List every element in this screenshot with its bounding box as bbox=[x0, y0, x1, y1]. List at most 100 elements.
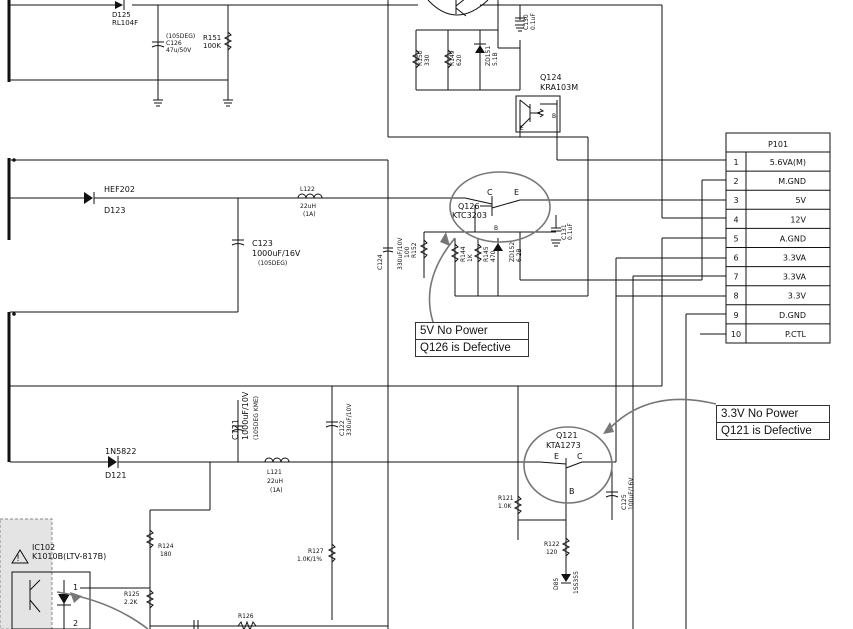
resistor-r149: R149 620 bbox=[443, 49, 463, 69]
diode-d125: D125 RL104F bbox=[112, 0, 138, 27]
l121-value: 22uH bbox=[267, 478, 283, 485]
zener-zd151: ZD151 5.1B bbox=[474, 43, 499, 66]
c130-value: 0.1uF bbox=[530, 13, 537, 30]
resistor-r151: R151 100K bbox=[203, 31, 233, 51]
r122-value: 120 bbox=[546, 549, 558, 556]
r151-ref: R151 bbox=[203, 34, 221, 42]
callout-q121: 3.3V No Power Q121 is Defective bbox=[716, 405, 830, 440]
c124-value: 330uF/10V bbox=[397, 237, 404, 270]
r145-value: 470 bbox=[490, 250, 497, 262]
top-rail-wiring bbox=[10, 0, 726, 219]
p101-ref: P101 bbox=[768, 140, 788, 149]
ground-symbols-top bbox=[153, 24, 525, 107]
capacitor-c121: C121 1000uF/10V (105DEG KME) bbox=[231, 391, 260, 440]
r151-value: 100K bbox=[203, 42, 221, 50]
p101-pin-signal: D.GND bbox=[779, 311, 806, 320]
q124-ref: Q124 bbox=[540, 73, 562, 82]
inductor-l122: L122 22uH (1A) bbox=[297, 186, 323, 218]
c122-ref: C122 bbox=[339, 420, 346, 436]
p101-pin-number: 9 bbox=[733, 311, 738, 320]
r145-ref: R145 bbox=[483, 246, 490, 262]
p101-pin-signal: 3.3V bbox=[788, 292, 807, 301]
c126-value: 47u/50V bbox=[166, 47, 192, 54]
d125-value: RL104F bbox=[112, 19, 138, 27]
p101-pin-signal: 12V bbox=[790, 215, 806, 224]
d5b22-ref: 1N5822 bbox=[105, 447, 136, 456]
q126-pin-c: C bbox=[487, 188, 493, 197]
q121-pin-c: C bbox=[577, 452, 583, 461]
p101-pin-signal: A.GND bbox=[780, 234, 806, 243]
r125-value: 2.2K bbox=[124, 599, 139, 606]
p101-pin-number: 8 bbox=[733, 292, 738, 301]
transistor-q124: Q124 KRA103M E B bbox=[515, 73, 578, 133]
diode-d85: D85 1SS355 bbox=[553, 571, 580, 594]
q121-ref: Q121 bbox=[556, 431, 578, 440]
d85-value: 1SS355 bbox=[573, 571, 580, 594]
resistor-r145: R145 470 bbox=[473, 243, 497, 263]
diode-d123: HEF202 D123 bbox=[84, 185, 135, 215]
q126-value: KTC3203 bbox=[452, 211, 487, 220]
callout-q126-line2: Q126 is Defective bbox=[416, 339, 528, 356]
resistor-r124: R124 180 bbox=[145, 529, 174, 558]
r149-ref: R149 bbox=[449, 50, 456, 66]
p101-pin-signal: 5.6VA(M) bbox=[770, 158, 806, 167]
p101-pin-signal: 3.3VA bbox=[783, 254, 807, 263]
capacitor-c123: C123 1000uF/16V (105DEG) bbox=[231, 239, 301, 267]
zd151-ref: ZD151 bbox=[485, 46, 492, 66]
c131-ref: C131 bbox=[561, 224, 568, 240]
q124-pin-e: E bbox=[520, 125, 524, 132]
p101-pin-number: 6 bbox=[733, 254, 738, 263]
resistor-r121: R121 1.0K bbox=[498, 495, 523, 515]
transistor-q126: C E Q126 KTC3203 B bbox=[452, 188, 521, 232]
c123-ref: C123 bbox=[252, 239, 273, 248]
resistor-r150: R150 330 bbox=[411, 49, 431, 69]
r150-value: 330 bbox=[424, 54, 431, 66]
c126-ref: C126 bbox=[166, 40, 182, 47]
zd152-ref: ZD152 bbox=[509, 242, 516, 262]
ic102-pin-2: 2 bbox=[73, 619, 78, 628]
c125-ref: C125 bbox=[621, 494, 628, 510]
r152-ref: R152 bbox=[411, 242, 418, 258]
p101-pin-number: 7 bbox=[733, 273, 738, 282]
p101-pin-signal: 3.3VA bbox=[783, 273, 807, 282]
capacitor-c125: C125 100uF/16V bbox=[605, 477, 635, 510]
l122-note: (1A) bbox=[303, 211, 316, 218]
q126-pin-e: E bbox=[514, 188, 519, 197]
c125-value: 100uF/16V bbox=[628, 477, 635, 510]
q121-pin-e: E bbox=[554, 452, 559, 461]
c123-value: 1000uF/16V bbox=[252, 249, 301, 258]
callout-q121-line1: 3.3V No Power bbox=[721, 408, 799, 420]
p101-pin-number: 5 bbox=[733, 234, 738, 243]
r122-ref: R122 bbox=[544, 541, 560, 548]
p101-pin-number: 4 bbox=[733, 215, 738, 224]
capacitor-c122: C122 330uF/10V bbox=[325, 403, 353, 436]
callout-q126: 5V No Power Q126 is Defective bbox=[415, 322, 529, 357]
p101-pin-number: 1 bbox=[733, 158, 738, 167]
transistor-q121: Q121 KTA1273 E C B bbox=[539, 431, 583, 496]
p101-pin-number: 2 bbox=[733, 177, 738, 186]
c121-note: (105DEG KME) bbox=[253, 396, 260, 440]
q124-pin-b: B bbox=[552, 113, 556, 120]
p101-pin-number: 3 bbox=[733, 196, 738, 205]
r124-ref: R124 bbox=[158, 543, 174, 550]
resistor-r127: R127 1.0K/1% bbox=[297, 543, 337, 563]
bottom-3v3-wiring bbox=[10, 237, 726, 629]
p101-pin-number: 10 bbox=[731, 330, 741, 339]
capacitor-c126: (105DEG) C126 47u/50V bbox=[151, 33, 195, 54]
inductor-l121: L121 22uH (1A) bbox=[264, 457, 290, 494]
r144-ref: R144 bbox=[460, 246, 467, 262]
c121-value: 1000uF/10V bbox=[241, 391, 250, 440]
c131-value: 0.1uF bbox=[567, 223, 574, 240]
r125-ref: R125 bbox=[124, 591, 140, 598]
r127-ref: R127 bbox=[308, 548, 324, 555]
resistor-r144: R144 1K bbox=[450, 243, 474, 263]
fault-highlights bbox=[56, 171, 717, 629]
d123-ref: D123 bbox=[104, 206, 125, 215]
p101-pin-signal: M.GND bbox=[778, 177, 806, 186]
q124-value: KRA103M bbox=[540, 83, 578, 92]
l122-ref: L122 bbox=[300, 186, 315, 193]
ic102-ref: IC102 bbox=[32, 543, 55, 552]
r121-value: 1.0K bbox=[498, 503, 513, 510]
